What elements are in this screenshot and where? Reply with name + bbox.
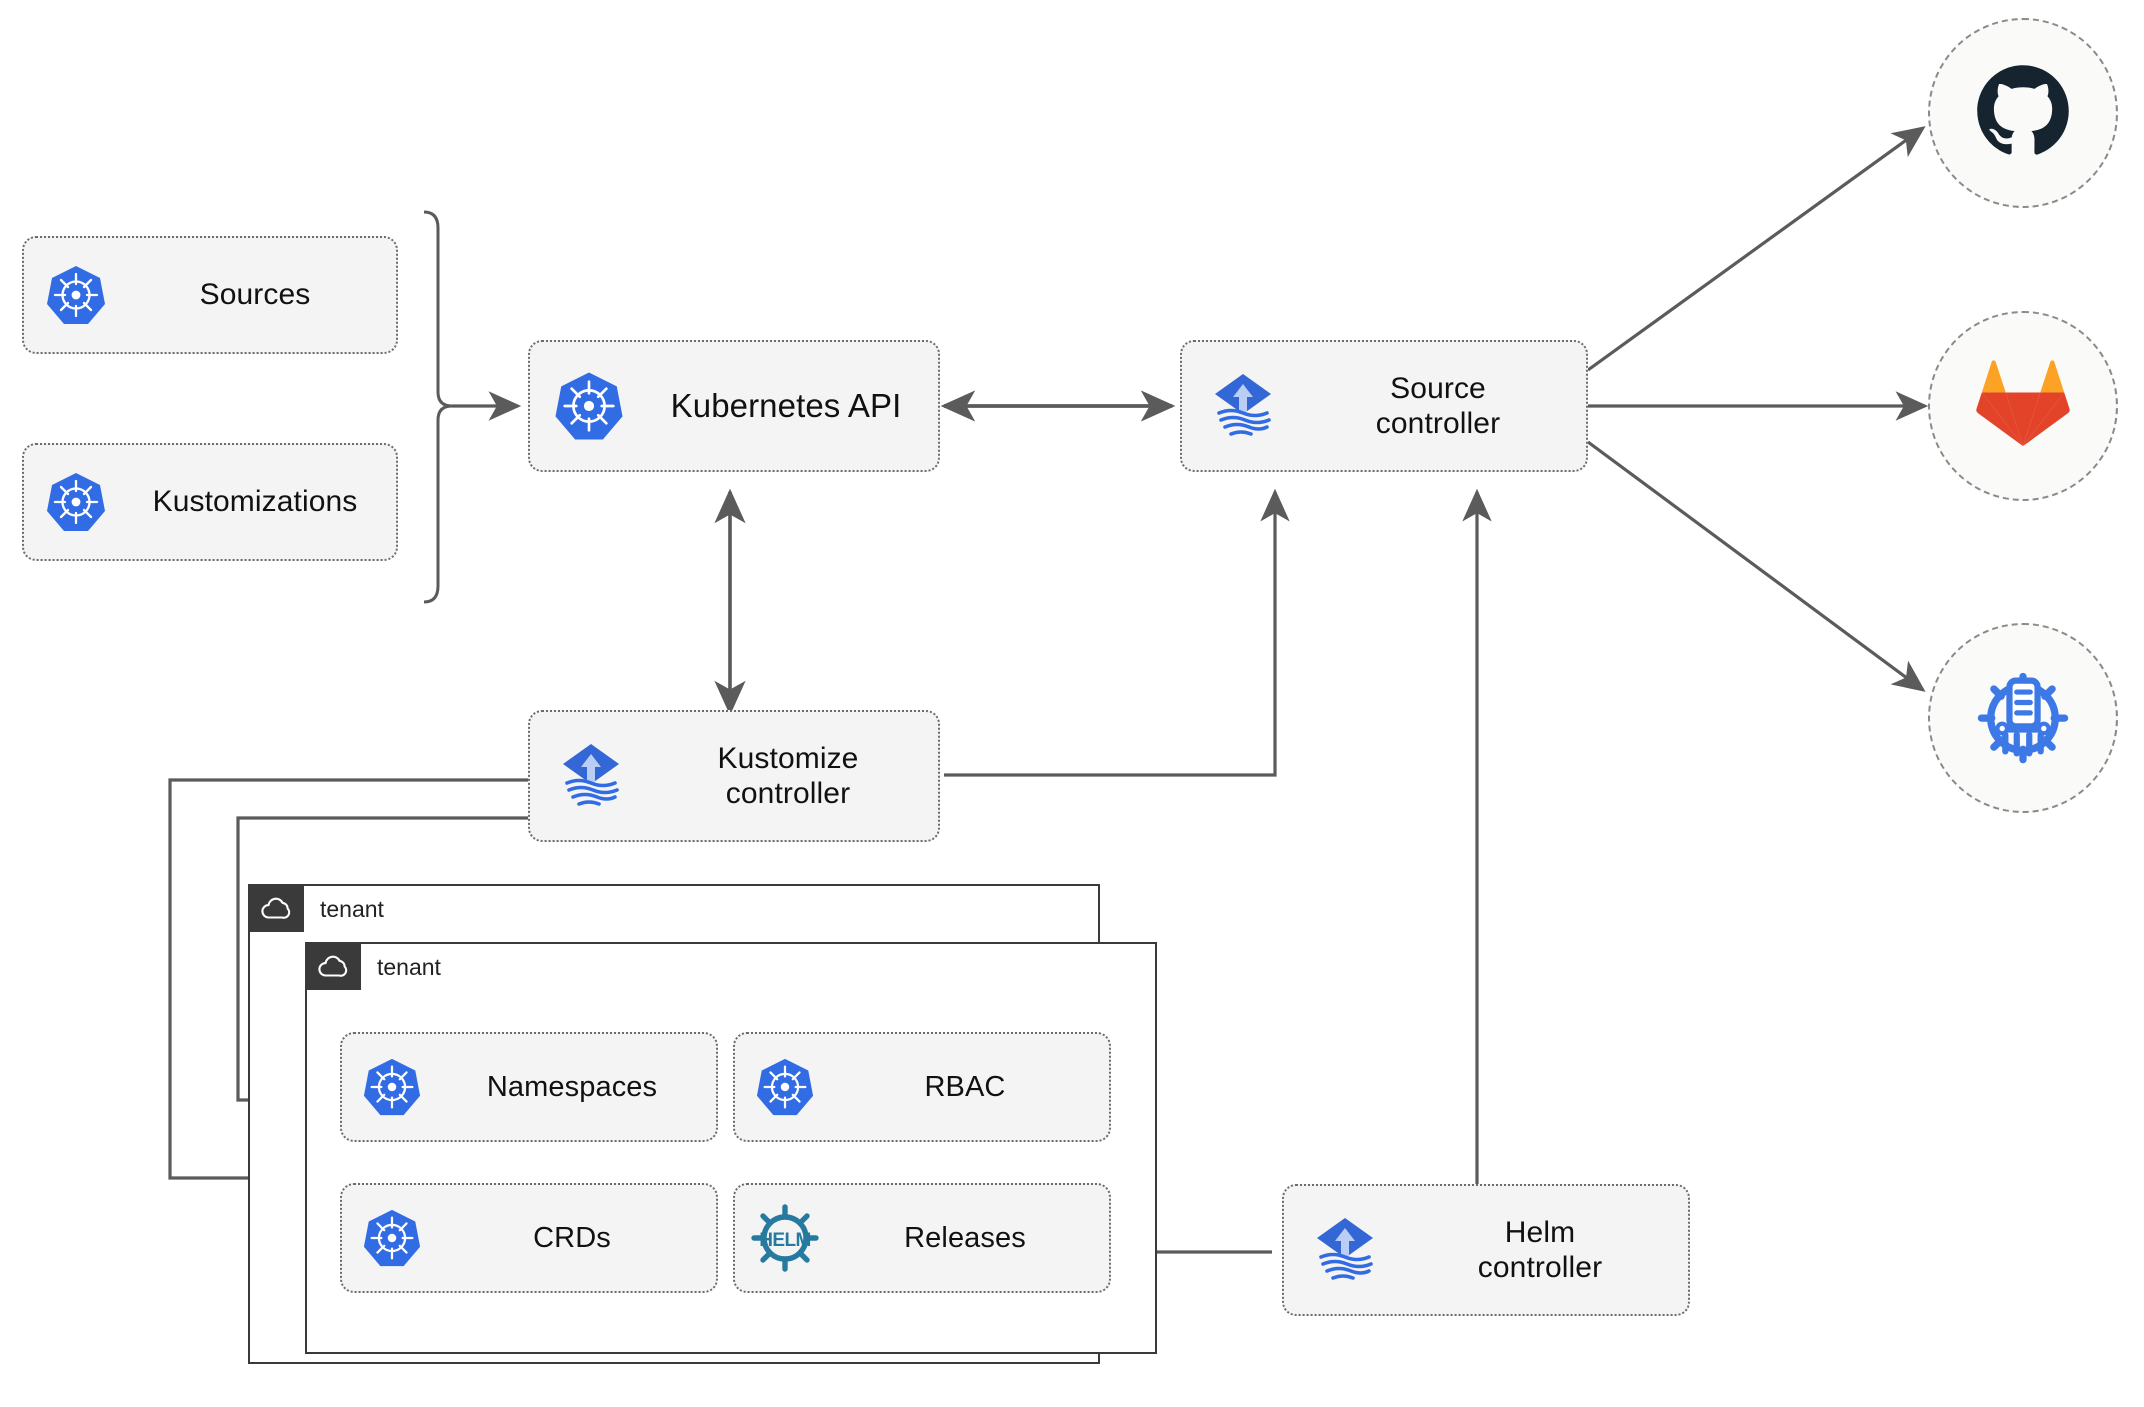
flux-icon [1284,1210,1406,1290]
kubernetes-icon [24,470,128,534]
chartmuseum-icon [1971,664,2075,773]
github-icon [1971,59,2075,168]
service-github[interactable] [1928,18,2118,208]
tenant-titlebar: tenant [250,886,384,932]
service-gitlab[interactable] [1928,311,2118,501]
tenant-label: tenant [320,895,384,922]
node-kustomize-controller[interactable]: Kustomize controller [528,710,940,842]
tenant-label: tenant [377,953,441,980]
kubernetes-icon [530,369,648,443]
resource-label: CRDs [533,1221,611,1254]
node-label: Source controller [1375,371,1501,440]
kubernetes-icon [24,263,128,327]
kubernetes-icon [342,1056,442,1118]
cloud-icon [307,944,361,990]
node-sources[interactable]: Sources [22,236,398,354]
node-label: Kustomize controller [717,741,859,810]
resource-label: Releases [904,1221,1026,1254]
node-label: Kustomizations [152,485,358,519]
resource-namespaces[interactable]: Namespaces [340,1032,718,1142]
flux-icon [1182,366,1304,446]
gitlab-icon [1975,358,2071,455]
kubernetes-icon [735,1056,835,1118]
tenant-titlebar: tenant [307,944,441,990]
helm-icon: HELM [735,1203,835,1273]
node-helm-controller[interactable]: Helm controller [1282,1184,1690,1316]
resource-rbac[interactable]: RBAC [733,1032,1111,1142]
node-label: Kubernetes API [670,386,902,424]
node-label: Helm controller [1477,1215,1603,1284]
node-label: Sources [199,278,311,312]
node-kubernetes-api[interactable]: Kubernetes API [528,340,940,472]
resource-label: RBAC [924,1070,1006,1103]
node-kustomizations[interactable]: Kustomizations [22,443,398,561]
cloud-icon [250,886,304,932]
svg-text:HELM: HELM [759,1230,810,1251]
kubernetes-icon [342,1207,442,1269]
resource-label: Namespaces [486,1070,658,1103]
resource-releases[interactable]: HELM Releases [733,1183,1111,1293]
service-chartmuseum[interactable] [1928,623,2118,813]
resource-crds[interactable]: CRDs [340,1183,718,1293]
flux-icon [530,736,652,816]
node-source-controller[interactable]: Source controller [1180,340,1588,472]
